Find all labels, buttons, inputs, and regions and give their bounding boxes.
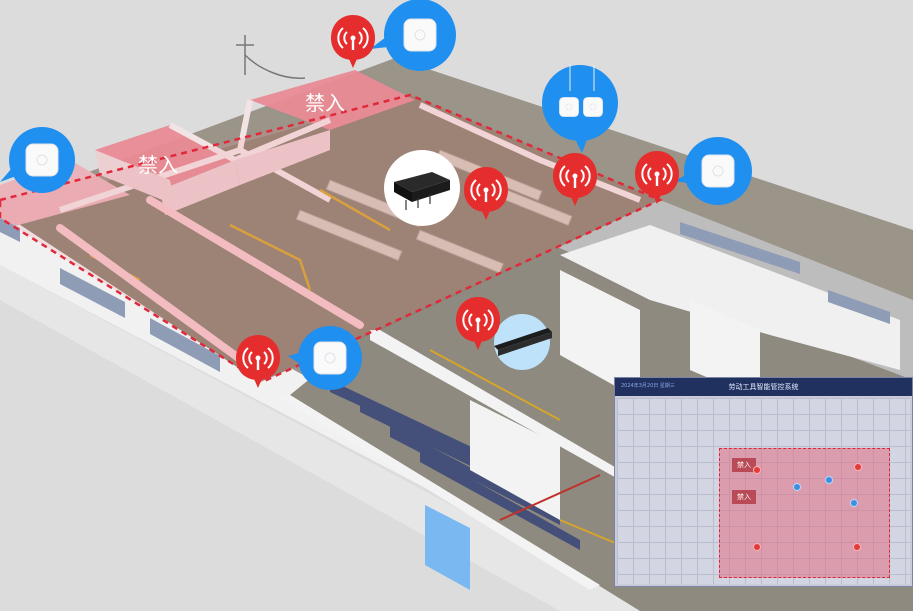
panel-map-grid[interactable]: 禁入 禁入 — [617, 398, 910, 584]
panel-pin-red[interactable] — [854, 544, 860, 550]
rack-switch-icon[interactable] — [494, 314, 552, 370]
panel-pin-blue[interactable] — [851, 500, 857, 506]
forbidden-room-2 — [250, 70, 415, 130]
roof-antenna — [236, 35, 306, 79]
ceiling-access-point-icon[interactable] — [288, 326, 362, 390]
blue-door — [425, 505, 470, 590]
panel-pin-red[interactable] — [855, 464, 861, 470]
panel-pin-blue[interactable] — [794, 484, 800, 490]
panel-pin-red[interactable] — [754, 467, 760, 473]
ceiling-access-point-icon[interactable] — [370, 0, 456, 71]
monitoring-panel: 2024年3月20日 星期三 劳动工具智能管控系统 禁入 禁入 — [614, 377, 913, 587]
panel-header: 2024年3月20日 星期三 劳动工具智能管控系统 — [615, 378, 912, 396]
panel-forbidden-label-2: 禁入 — [732, 490, 756, 504]
panel-restricted-zone[interactable] — [719, 448, 890, 578]
panel-title: 劳动工具智能管控系统 — [728, 383, 799, 391]
dual-access-point-icon[interactable] — [542, 65, 618, 153]
panel-pin-blue[interactable] — [826, 477, 832, 483]
restricted-zone-boundary — [0, 93, 664, 384]
forbidden-label-1: 禁入 — [138, 153, 178, 177]
panel-pin-red[interactable] — [754, 544, 760, 550]
forbidden-label-2: 禁入 — [305, 91, 345, 115]
network-switch-icon[interactable] — [384, 150, 460, 226]
panel-date: 2024年3月20日 星期三 — [621, 383, 675, 389]
panel-forbidden-label-1: 禁入 — [732, 458, 756, 472]
ceiling-access-point-icon[interactable] — [0, 127, 75, 193]
